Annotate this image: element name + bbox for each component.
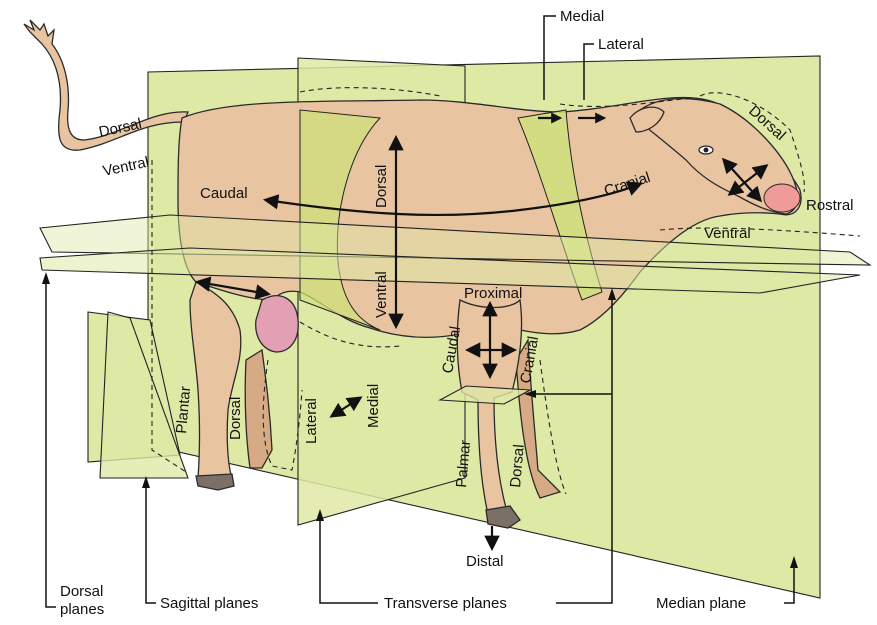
label-proximal: Proximal (464, 285, 522, 302)
label-ventral-head: Ventral (704, 225, 751, 242)
label-median-plane: Median plane (656, 595, 746, 612)
label-ventral-trunk: Ventral (373, 271, 390, 318)
label-dorsal-trunk: Dorsal (373, 165, 390, 208)
cow-hind-hoof (196, 474, 234, 490)
label-rostral: Rostral (806, 197, 854, 214)
label-dorsal-hindleg: Dorsal (227, 397, 244, 440)
label-transverse-planes: Transverse planes (384, 595, 507, 612)
label-sagittal-planes: Sagittal planes (160, 595, 258, 612)
label-medial-leg: Medial (365, 384, 382, 428)
cow-pupil (704, 148, 709, 153)
label-medial-top: Medial (560, 8, 604, 25)
label-dorsal-planes-line2: planes (60, 601, 104, 618)
dorsal-planes-leader (46, 276, 56, 607)
sagittal-planes-leader (146, 480, 156, 603)
cow-nose (764, 184, 800, 212)
label-ventral-tail: Ventral (101, 154, 150, 180)
dorsal-planes-arrowhead (42, 272, 50, 284)
label-dorsal-planes-line1: Dorsal (60, 583, 103, 600)
label-lateral-top: Lateral (598, 36, 644, 53)
cow-udder (256, 296, 299, 352)
label-distal: Distal (466, 553, 504, 570)
label-caudal: Caudal (200, 185, 248, 202)
label-lateral-leg: Lateral (303, 398, 320, 444)
transverse-leader-left (320, 513, 378, 603)
